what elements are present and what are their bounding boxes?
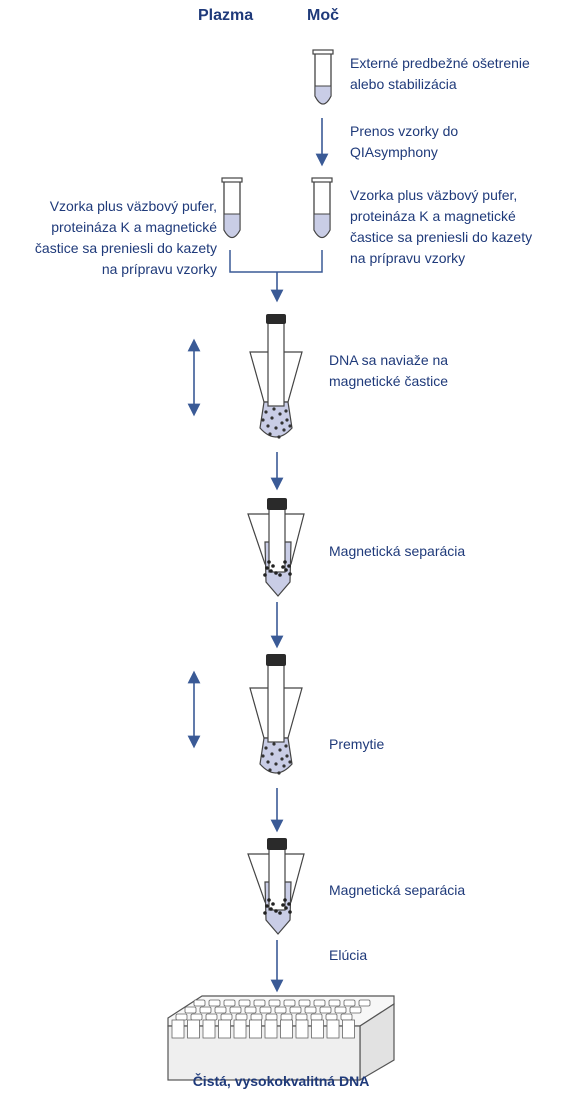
plate-well: [268, 999, 281, 1007]
step-plasma-loading: Vzorka plus väzbový pufer, proteináza K …: [34, 198, 217, 277]
plate-well: [313, 999, 326, 1007]
plate-well: [328, 999, 341, 1007]
plate-well: [259, 1006, 272, 1014]
plate-well: [250, 1013, 263, 1021]
plate-well: [274, 1006, 287, 1014]
step-transfer: Prenos vzorky do QIAsymphony: [350, 123, 459, 160]
urine-pretreatment-tube: [312, 49, 334, 105]
header-plasma: Plazma: [198, 7, 254, 24]
plate-well-front: [311, 1019, 324, 1039]
plate-well-front: [187, 1019, 200, 1039]
plate-well: [349, 1006, 362, 1014]
plate-well: [244, 1006, 257, 1014]
plate-well: [214, 1006, 227, 1014]
plate-well: [175, 1013, 188, 1021]
plate-well-front: [342, 1019, 355, 1039]
plate-well: [265, 1013, 278, 1021]
plate-well: [229, 1006, 242, 1014]
plate-well: [199, 1006, 212, 1014]
plate-well: [208, 999, 221, 1007]
separation-station-2-icon: [247, 838, 305, 935]
result-label: Čistá, vysokokvalitná DNA: [192, 1073, 370, 1089]
plate-well: [340, 1013, 353, 1021]
step-pretreatment: Externé predbežné ošetrenie alebo stabil…: [350, 55, 530, 92]
step-separation-2: Magnetická separácia: [329, 882, 466, 898]
step-urine-loading: Vzorka plus väzbový pufer, proteináza K …: [350, 187, 533, 266]
plate-well-front: [233, 1019, 247, 1039]
plate-well-front: [218, 1019, 231, 1039]
plate-well: [184, 1006, 197, 1014]
plate-well-front: [326, 1019, 340, 1039]
urine-sample-tube: [311, 177, 333, 239]
merge-bracket: [229, 250, 323, 273]
plate-well: [238, 999, 251, 1007]
plate-well: [253, 999, 266, 1007]
plate-well: [289, 1006, 302, 1014]
plate-well-front: [171, 1019, 185, 1039]
plate-well-front: [295, 1019, 309, 1039]
header-urine: Moč: [307, 7, 339, 24]
separation-station-1-icon: [247, 498, 305, 597]
plate-well: [358, 999, 371, 1007]
plate-well: [190, 1013, 203, 1021]
step-separation-1: Magnetická separácia: [329, 543, 466, 559]
wash-station-icon: [187, 654, 303, 775]
plate-well: [304, 1006, 317, 1014]
plate-well: [298, 999, 311, 1007]
plate-well-front: [264, 1019, 278, 1039]
plate-well: [223, 999, 236, 1007]
step-wash: Premytie: [329, 736, 385, 752]
plate-well: [310, 1013, 323, 1021]
plate-well-front: [202, 1019, 216, 1039]
plate-well-front: [280, 1019, 293, 1039]
plasma-sample-tube: [221, 177, 243, 239]
plate-well: [235, 1013, 248, 1021]
plate-well: [205, 1013, 218, 1021]
step-binding: DNA sa naviaže na magnetické častice: [329, 352, 449, 389]
plate-well: [220, 1013, 233, 1021]
binding-station-icon: [187, 314, 303, 439]
plate-well: [343, 999, 356, 1007]
plate-well: [334, 1006, 347, 1014]
plate-well: [319, 1006, 332, 1014]
elution-plate-icon: [167, 995, 395, 1082]
plate-well-front: [249, 1019, 262, 1039]
plate-well: [283, 999, 296, 1007]
plate-well: [280, 1013, 293, 1021]
plate-well: [193, 999, 206, 1007]
plate-well: [325, 1013, 338, 1021]
step-elution: Elúcia: [329, 947, 368, 963]
plate-well: [295, 1013, 308, 1021]
